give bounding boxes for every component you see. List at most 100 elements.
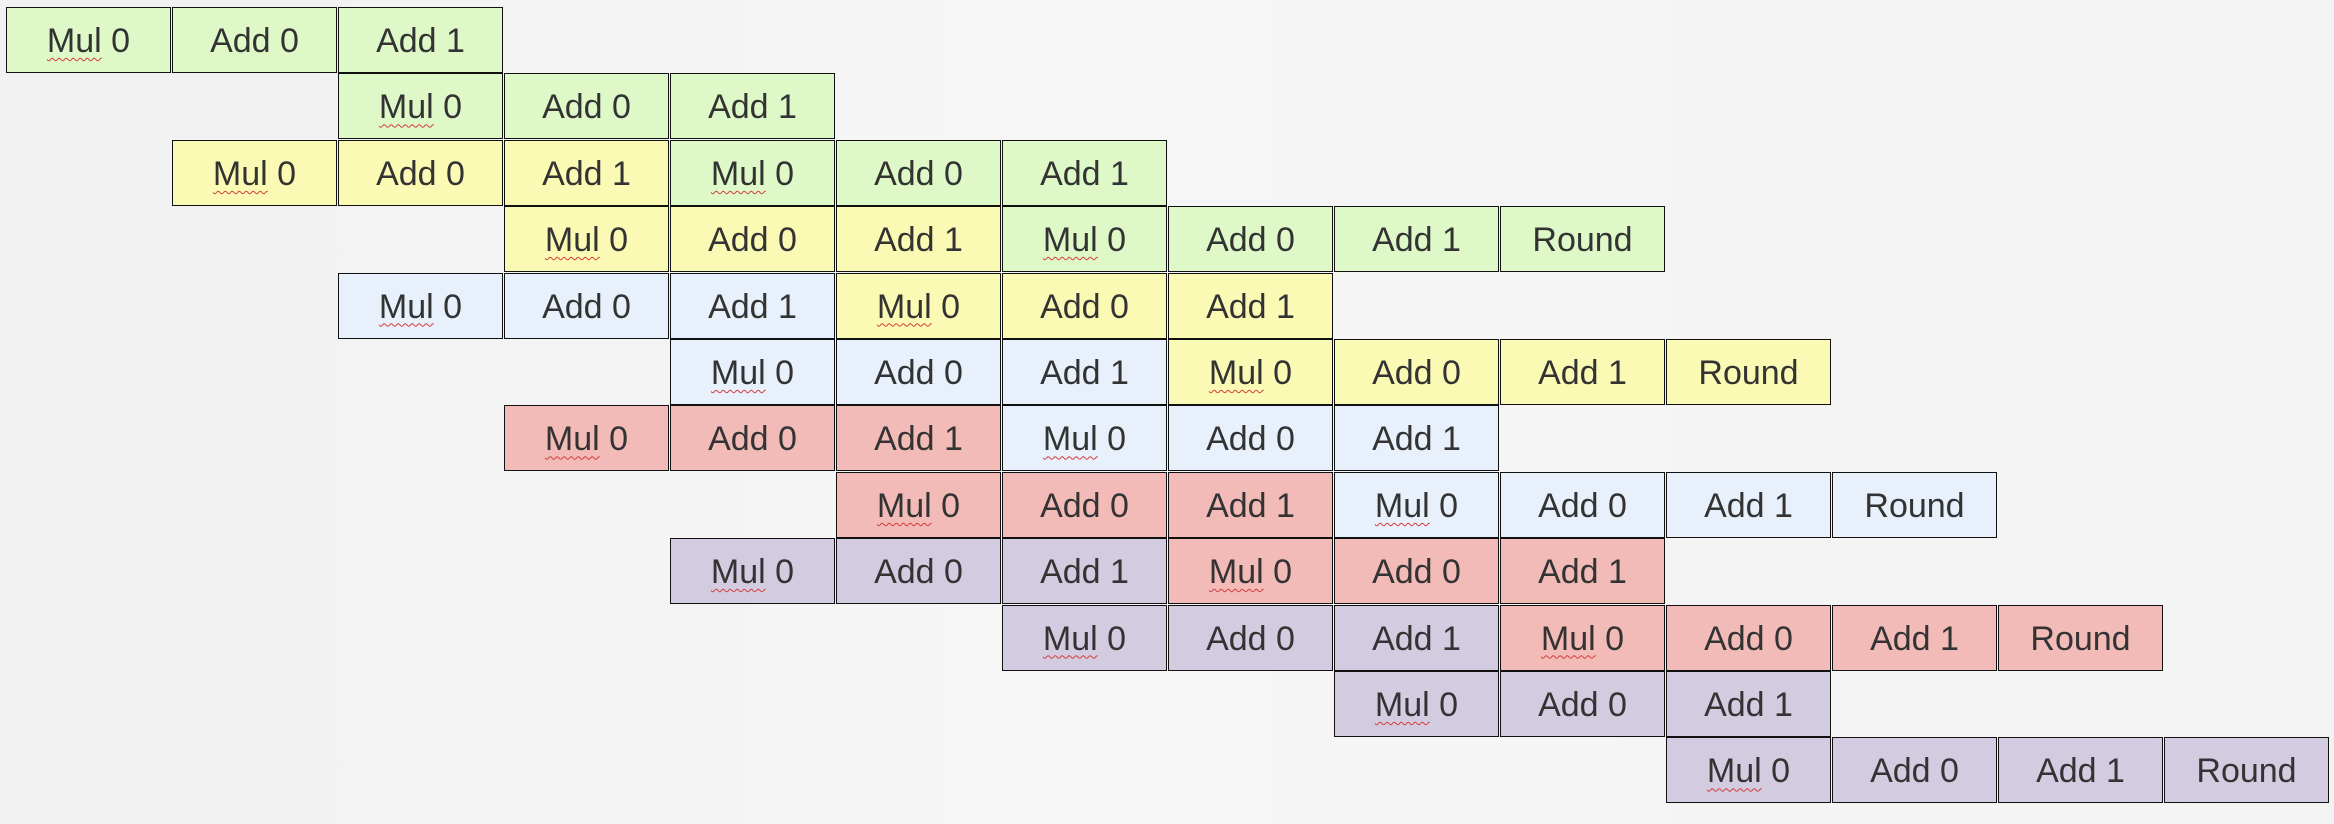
op-label: Add 1 xyxy=(874,420,963,459)
op-label: Add 1 xyxy=(1704,686,1793,724)
op-cell: Round xyxy=(1500,206,1665,273)
op-label: Add 1 xyxy=(1372,420,1461,459)
op-label: Mul 0 xyxy=(1042,619,1127,658)
op-label: Add 0 xyxy=(874,553,963,592)
op-label: Mul 0 xyxy=(212,154,297,193)
op-cell: Add 1 xyxy=(1334,405,1499,472)
op-cell: Add 0 xyxy=(1334,538,1499,605)
op-cell: Add 1 xyxy=(504,139,669,206)
op-cell: Add 1 xyxy=(1666,471,1831,538)
op-cell: Add 0 xyxy=(836,139,1001,206)
op-label: Round xyxy=(1698,354,1799,392)
op-label: Mul 0 xyxy=(1540,619,1625,658)
op-label: Add 0 xyxy=(1538,686,1627,724)
op-cell: Add 0 xyxy=(504,272,669,339)
op-cell: Add 0 xyxy=(1168,405,1333,472)
op-cell: Add 1 xyxy=(836,405,1001,472)
op-label: Add 1 xyxy=(874,221,963,260)
op-cell: Mul 0 xyxy=(836,272,1001,339)
op-label: Add 0 xyxy=(1372,354,1461,392)
op-cell: Mul 0 xyxy=(172,139,337,206)
op-label: Add 0 xyxy=(874,154,963,193)
op-label: Round xyxy=(2196,752,2297,791)
op-label: Mul 0 xyxy=(1374,686,1459,724)
op-label: Mul 0 xyxy=(710,553,795,592)
op-cell: Round xyxy=(1832,471,1997,538)
op-label: Add 0 xyxy=(1206,420,1295,459)
op-label: Add 0 xyxy=(708,221,797,260)
op-label: Add 0 xyxy=(1372,553,1461,592)
op-cell: Round xyxy=(1666,339,1831,405)
op-label: Mul 0 xyxy=(1042,221,1127,260)
op-label: Mul 0 xyxy=(378,287,463,326)
op-cell: Add 1 xyxy=(1168,471,1333,538)
op-label: Add 0 xyxy=(1040,287,1129,326)
op-cell: Add 1 xyxy=(1002,538,1167,605)
op-cell: Mul 0 xyxy=(1500,604,1665,671)
op-label: Mul 0 xyxy=(1374,486,1459,525)
op-label: Mul 0 xyxy=(710,154,795,193)
op-cell: Add 0 xyxy=(1168,604,1333,671)
op-label: Add 0 xyxy=(542,287,631,326)
op-label: Add 1 xyxy=(1206,486,1295,525)
op-cell: Round xyxy=(2164,737,2329,804)
op-cell: Add 1 xyxy=(1002,339,1167,405)
op-label: Mul 0 xyxy=(46,22,131,60)
op-cell: Mul 0 xyxy=(670,139,835,206)
op-label: Add 0 xyxy=(210,22,299,60)
op-label: Add 1 xyxy=(1372,619,1461,658)
op-cell: Mul 0 xyxy=(1002,206,1167,273)
op-cell: Add 1 xyxy=(670,272,835,339)
op-cell: Mul 0 xyxy=(1002,405,1167,472)
op-label: Add 1 xyxy=(376,22,465,60)
op-cell: Add 0 xyxy=(1334,339,1499,405)
op-cell: Add 0 xyxy=(1168,206,1333,273)
op-cell: Add 1 xyxy=(1832,604,1997,671)
op-label: Round xyxy=(2030,619,2131,658)
op-label: Add 0 xyxy=(542,88,631,127)
op-label: Add 0 xyxy=(1538,486,1627,525)
op-cell: Add 0 xyxy=(670,405,835,472)
op-label: Mul 0 xyxy=(876,486,961,525)
op-label: Add 1 xyxy=(1040,354,1129,392)
op-cell: Mul 0 xyxy=(504,405,669,472)
op-label: Add 1 xyxy=(1372,221,1461,260)
op-cell: Mul 0 xyxy=(1002,604,1167,671)
op-cell: Add 1 xyxy=(836,206,1001,273)
op-cell: Mul 0 xyxy=(1334,671,1499,737)
op-label: Add 1 xyxy=(542,154,631,193)
op-cell: Add 0 xyxy=(836,538,1001,605)
op-label: Mul 0 xyxy=(378,88,463,127)
op-cell: Add 1 xyxy=(1334,206,1499,273)
op-label: Mul 0 xyxy=(544,221,629,260)
op-label: Add 1 xyxy=(1538,553,1627,592)
op-cell: Mul 0 xyxy=(1666,737,1831,804)
op-cell: Mul 0 xyxy=(1334,471,1499,538)
op-label: Add 1 xyxy=(1538,354,1627,392)
op-label: Add 0 xyxy=(1870,752,1959,791)
op-label: Add 0 xyxy=(1704,619,1793,658)
op-label: Mul 0 xyxy=(710,354,795,392)
op-label: Add 1 xyxy=(1206,287,1295,326)
op-label: Mul 0 xyxy=(1042,420,1127,459)
op-cell: Add 1 xyxy=(1666,671,1831,737)
op-cell: Add 1 xyxy=(670,73,835,140)
op-cell: Add 1 xyxy=(1500,538,1665,605)
op-cell: Mul 0 xyxy=(6,7,171,73)
op-label: Mul 0 xyxy=(544,420,629,459)
op-cell: Add 0 xyxy=(1500,471,1665,538)
op-label: Round xyxy=(1864,486,1965,525)
op-cell: Add 0 xyxy=(1002,471,1167,538)
op-cell: Add 0 xyxy=(1832,737,1997,804)
op-label: Add 1 xyxy=(1704,486,1793,525)
op-cell: Mul 0 xyxy=(836,471,1001,538)
op-label: Add 1 xyxy=(1870,619,1959,658)
op-cell: Mul 0 xyxy=(338,272,503,339)
op-label: Add 0 xyxy=(1206,221,1295,260)
op-cell: Add 0 xyxy=(1500,671,1665,737)
op-label: Round xyxy=(1532,221,1633,260)
op-cell: Add 0 xyxy=(338,139,503,206)
op-label: Mul 0 xyxy=(876,287,961,326)
op-label: Add 1 xyxy=(1040,154,1129,193)
op-cell: Add 0 xyxy=(670,206,835,273)
